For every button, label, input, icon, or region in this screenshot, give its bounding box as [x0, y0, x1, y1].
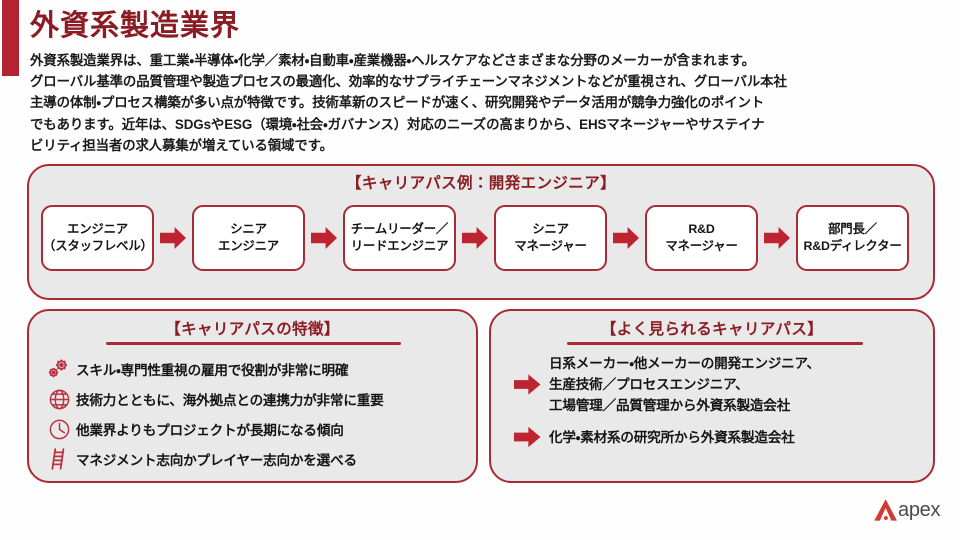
list-item: 技術力とともに、海外拠点との連携力が非常に重要 — [42, 384, 468, 414]
clock-icon — [42, 416, 76, 442]
career-path-panel: 【キャリアパス例：開発エンジニア】 エンジニア （スタッフレベル） シニア エン… — [27, 164, 935, 300]
page-title: 外資系製造業界 — [30, 10, 241, 42]
list-item: スキル・専門性重視の雇用で役割が非常に明確 — [42, 354, 468, 384]
right-arrow-icon — [612, 225, 640, 251]
career-features-list: スキル・専門性重視の雇用で役割が非常に明確 技術力とともに、海外拠点との連携力が… — [42, 354, 468, 474]
intro-line: ビリティ担当者の求人募集が増えている領域です。 — [30, 137, 333, 153]
career-step-line1: チームリーダー／ — [350, 222, 449, 236]
heading-underline — [567, 342, 863, 345]
career-step-line1: エンジニア — [67, 222, 128, 236]
right-arrow-icon — [763, 225, 791, 251]
intro-line: 外資系製造業界は、重工業・半導体・化学／素材・自動車・産業機器・ヘルスケアなどさ… — [30, 53, 755, 68]
career-step-line2: リードエンジニア — [350, 239, 449, 253]
path-line: 生産技術／プロセスエンジニア、 — [549, 377, 749, 392]
career-step-line1: シニア — [230, 222, 267, 236]
career-features-panel: 【キャリアパスの特徴】 スキル・専門性重視の雇用で役割が非常に明確 — [27, 309, 478, 483]
career-step-line1: シニア — [532, 222, 569, 236]
career-step-line1: 部門長／ — [828, 222, 877, 236]
list-item-label: スキル・専門性重視の雇用で役割が非常に明確 — [76, 363, 349, 378]
career-step-line2: （スタッフレベル） — [43, 239, 153, 253]
career-step-4[interactable]: シニア マネージャー — [494, 205, 607, 271]
path-line: 化学・素材系の研究所から外資系製造会社 — [549, 429, 795, 445]
apex-logo-text: apex — [898, 498, 941, 521]
list-item: マネジメント志向かプレイヤー志向かを選べる — [42, 444, 468, 474]
globe-icon — [42, 386, 76, 412]
gears-icon — [42, 356, 76, 382]
career-step-6[interactable]: 部門長／ R&Dディレクター — [796, 205, 909, 271]
career-features-heading: 【キャリアパスの特徴】 — [165, 321, 340, 338]
career-step-line2: マネージャー — [665, 239, 738, 253]
list-item: 日系メーカー・他メーカーの開発エンジニア、 生産技術／プロセスエンジニア、 工場… — [505, 353, 925, 416]
list-item-label: 他業界よりもプロジェクトが長期になる傾向 — [76, 423, 344, 438]
list-item-label: 化学・素材系の研究所から外資系製造会社 — [549, 427, 795, 448]
right-arrow-icon — [159, 225, 187, 251]
career-step-line2: マネージャー — [514, 239, 587, 253]
right-arrow-icon — [461, 225, 489, 251]
list-item: 他業界よりもプロジェクトが長期になる傾向 — [42, 414, 468, 444]
apex-a-mark-icon — [874, 499, 897, 521]
path-line: 日系メーカー・他メーカーの開発エンジニア、 — [549, 356, 820, 371]
career-step-line1: R&D — [688, 222, 715, 236]
right-arrow-icon — [310, 225, 338, 251]
right-arrow-icon — [505, 426, 549, 448]
list-item-label: 技術力とともに、海外拠点との連携力が非常に重要 — [76, 393, 384, 408]
intro-paragraph: 外資系製造業界は、重工業・半導体・化学／素材・自動車・産業機器・ヘルスケアなどさ… — [30, 50, 948, 156]
career-step-line2: エンジニア — [218, 239, 279, 253]
list-item-label: 日系メーカー・他メーカーの開発エンジニア、 生産技術／プロセスエンジニア、 工場… — [549, 353, 820, 416]
career-step-2[interactable]: シニア エンジニア — [192, 205, 305, 271]
common-paths-heading: 【よく見られるキャリアパス】 — [600, 321, 824, 338]
title-accent-bar — [2, 0, 19, 76]
path-line: 工場管理／品質管理から外資系製造会社 — [549, 398, 791, 413]
career-step-line2: R&Dディレクター — [803, 239, 902, 253]
heading-underline — [106, 342, 401, 345]
career-step-5[interactable]: R&D マネージャー — [645, 205, 758, 271]
ladder-icon — [42, 446, 76, 472]
intro-line: グローバル基準の品質管理や製造プロセスの最適化、効率的なサプライチェーンマネジメ… — [30, 74, 787, 90]
intro-line: でもあります。近年は、SDGsやESG（環境・社会・ガバナンス）対応のニーズの高… — [30, 116, 765, 132]
intro-line: 主導の体制・プロセス構築が多い点が特徴です。技術革新のスピードが速く、研究開発や… — [30, 95, 765, 111]
career-step-3[interactable]: チームリーダー／ リードエンジニア — [343, 205, 456, 271]
list-item: 化学・素材系の研究所から外資系製造会社 — [505, 426, 925, 448]
common-paths-panel: 【よく見られるキャリアパス】 日系メーカー・他メーカーの開発エンジニア、 生産技… — [489, 309, 935, 483]
career-step-1[interactable]: エンジニア （スタッフレベル） — [41, 205, 154, 271]
apex-logo: apex — [872, 497, 940, 523]
list-item-label: マネジメント志向かプレイヤー志向かを選べる — [76, 453, 357, 468]
career-path-flow: エンジニア （スタッフレベル） シニア エンジニア チームリーダー／ リードエン… — [41, 202, 921, 274]
career-path-heading: 【キャリアパス例：開発エンジニア】 — [346, 175, 616, 192]
common-paths-list: 日系メーカー・他メーカーの開発エンジニア、 生産技術／プロセスエンジニア、 工場… — [505, 353, 925, 458]
right-arrow-icon — [505, 374, 549, 396]
